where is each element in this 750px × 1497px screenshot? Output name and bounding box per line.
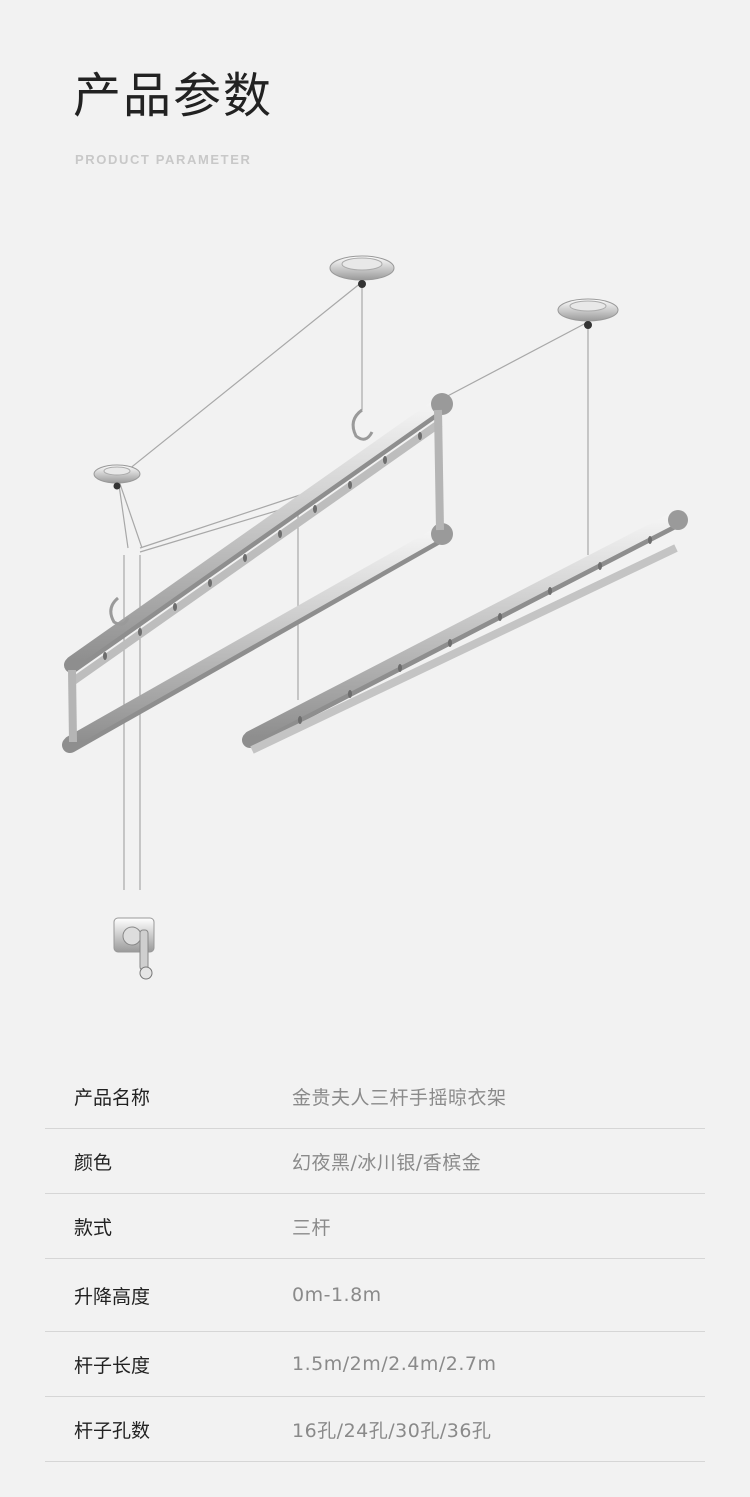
rod-upper <box>64 393 453 686</box>
ceiling-pulley-1 <box>329 255 395 288</box>
rod-struts <box>68 409 444 743</box>
param-label: 款式 <box>74 1216 113 1239</box>
hand-crank-icon <box>113 917 155 980</box>
param-row: 杆子长度 1.5m/2m/2.4m/2.7m <box>45 1332 705 1397</box>
param-value: 0m-1.8m <box>292 1284 382 1306</box>
param-label: 颜色 <box>74 1151 113 1174</box>
ceiling-pulley-3 <box>93 464 141 490</box>
param-row: 升降高度 0m-1.8m <box>45 1259 705 1332</box>
page-subtitle: PRODUCT PARAMETER <box>75 152 252 167</box>
param-label: 产品名称 <box>74 1087 151 1109</box>
param-value: 1.5m/2m/2.4m/2.7m <box>292 1353 497 1375</box>
param-label: 升降高度 <box>74 1285 151 1308</box>
param-row: 颜色 幻夜黑/冰川银/香槟金 <box>45 1129 705 1194</box>
param-value: 金贵夫人三杆手摇晾衣架 <box>292 1087 507 1109</box>
page-title: 产品参数 <box>73 68 274 124</box>
ceiling-pulley-2 <box>557 298 619 329</box>
param-label: 杆子长度 <box>74 1354 151 1377</box>
rod-front <box>242 510 688 754</box>
param-row: 款式 三杆 <box>45 1194 705 1259</box>
param-row: 产品名称 金贵夫人三杆手摇晾衣架 <box>45 1065 705 1129</box>
clothes-drying-rack-illustration <box>62 255 688 980</box>
param-label: 杆子孔数 <box>74 1419 151 1442</box>
param-value: 16孔/24孔/30孔/36孔 <box>292 1419 492 1442</box>
param-value: 三杆 <box>292 1216 332 1239</box>
param-row: 杆子孔数 16孔/24孔/30孔/36孔 <box>45 1397 705 1462</box>
param-value: 幻夜黑/冰川银/香槟金 <box>292 1151 482 1174</box>
hook-icons <box>109 408 374 626</box>
parameter-table: 产品名称 金贵夫人三杆手摇晾衣架 颜色 幻夜黑/冰川银/香槟金 款式 三杆 升降… <box>45 1065 705 1462</box>
